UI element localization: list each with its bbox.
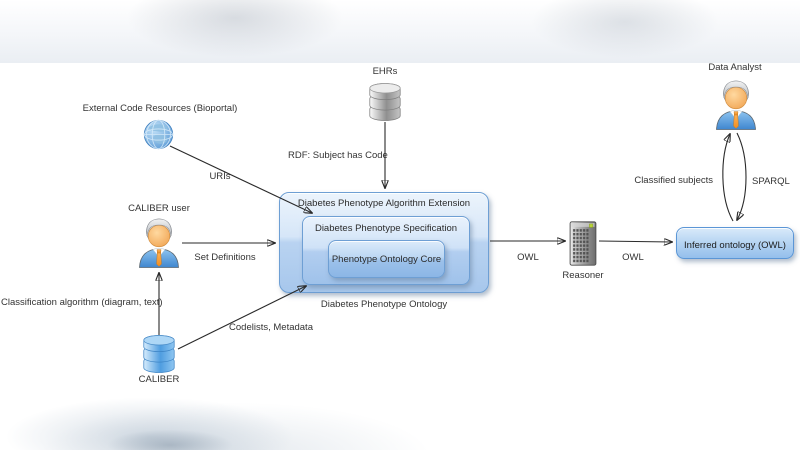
caliber-user-label: CALIBER user xyxy=(128,203,190,214)
edge-sparql-label: SPARQL xyxy=(752,176,790,187)
edge-owl-left-label: OWL xyxy=(517,252,539,263)
arrow-sparql xyxy=(737,132,747,220)
edge-codelists-label: Codelists, Metadata xyxy=(229,322,313,333)
node-ontology-core: Phenotype Ontology Core xyxy=(328,240,445,278)
inferred-ontology-title: Inferred ontology (OWL) xyxy=(684,240,786,251)
node-inferred-ontology: Inferred ontology (OWL) xyxy=(676,227,794,259)
arrow-owl-right xyxy=(598,241,672,242)
ontology-caption-label: Diabetes Phenotype Ontology xyxy=(320,299,448,310)
reasoner-label: Reasoner xyxy=(562,270,604,281)
data-analyst-person-icon xyxy=(714,77,758,130)
edge-set-definitions-label: Set Definitions xyxy=(194,252,256,263)
edge-rdf-label: RDF: Subject has Code xyxy=(288,150,388,161)
external-resources-label: External Code Resources (Bioportal) xyxy=(82,103,238,114)
caliber-db-label: CALIBER xyxy=(138,374,180,385)
edge-classified-subjects-label: Classified subjects xyxy=(634,175,713,186)
reasoner-server-icon xyxy=(569,221,597,266)
arrow-codelists xyxy=(177,286,306,350)
ontology-core-title: Phenotype Ontology Core xyxy=(331,253,442,265)
edge-uris-label: URIs xyxy=(209,171,231,182)
edge-owl-right-label: OWL xyxy=(622,252,644,263)
ehrs-database-icon xyxy=(368,83,402,121)
data-analyst-label: Data Analyst xyxy=(708,62,762,73)
arrow-classified-subjects xyxy=(722,134,734,222)
caliber-database-icon xyxy=(142,335,176,373)
caliber-user-person-icon xyxy=(137,215,181,268)
top-blur-band xyxy=(0,0,800,63)
node-specification: Diabetes Phenotype Specification Phenoty… xyxy=(302,216,470,285)
bottom-blur-band xyxy=(0,385,800,450)
ehrs-label: EHRs xyxy=(372,66,398,77)
node-algorithm-extension: Diabetes Phenotype Algorithm Extension D… xyxy=(279,192,489,293)
edge-classification-label: Classification algorithm (diagram, text) xyxy=(1,297,163,308)
globe-icon xyxy=(143,119,174,150)
algorithm-extension-title: Diabetes Phenotype Algorithm Extension xyxy=(297,198,471,209)
specification-title: Diabetes Phenotype Specification xyxy=(314,223,458,234)
